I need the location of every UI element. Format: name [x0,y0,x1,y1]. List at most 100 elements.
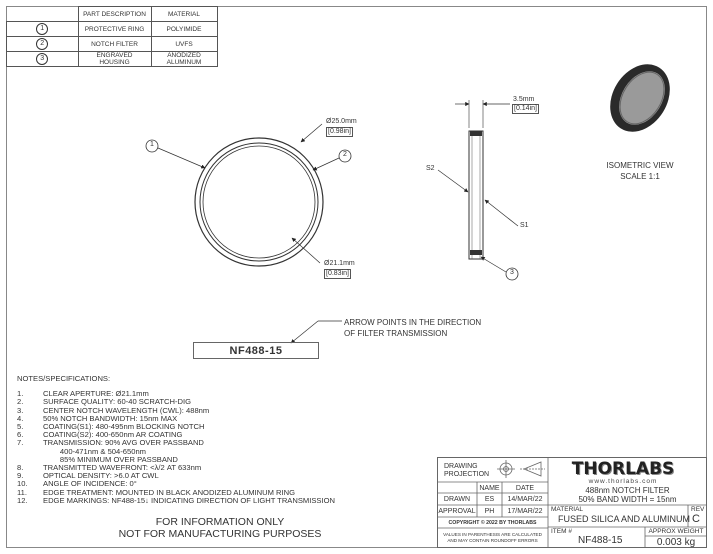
note-item: 6. COATING(S2): 400-650nm AR COATING [17,431,335,439]
notes-specifications: NOTES/SPECIFICATIONS: 1. CLEAR APERTURE: … [17,374,335,505]
note-text: 50% NOTCH BANDWIDTH: 15nm MAX [43,413,178,423]
drawing-sheet [6,6,707,548]
note-item: 10. ANGLE OF INCIDENCE: 0° [17,480,335,488]
note-text: COATING(S2): 400-650nm AR COATING [43,430,183,440]
arrow-note-line-2: OF FILTER TRANSMISSION [344,329,448,338]
rev-value: C [692,513,700,525]
dim-inner: Ø21.1mm [324,260,355,267]
note-text: TRANSMISSION: 90% AVG OVER PASSBAND [43,438,204,448]
dim-outer-in: [0.98in] [326,127,353,137]
note-text: CENTER NOTCH WAVELENGTH (CWL): 488nm [43,405,210,415]
item-value: NF488-15 [578,535,623,546]
item-balloon: 3 [36,53,49,65]
note-item: 3. CENTER NOTCH WAVELENGTH (CWL): 488nm [17,405,335,415]
thorlabs-logo: THORLABS www.thorlabs.com [548,459,698,486]
note-item: 85% MINIMUM OVER PASSBAND [17,454,335,464]
logo-text: THORLABS [571,459,675,479]
note-item: 11. EDGE TREATMENT: MOUNTED IN BLACK ANOD… [17,487,335,497]
note-number: 12. [17,495,28,505]
drawn-label: DRAWN [443,496,471,503]
approval-label: APPROVAL [438,508,476,515]
dim-thickness-in: [0.14in] [512,104,539,114]
note-number: 9. [17,471,24,481]
notes-list: 1. CLEAR APERTURE: Ø21.1mm 2. SURFACE QUALI… [17,389,335,505]
note-number: 10. [17,479,28,489]
isometric-view [610,64,670,132]
engraved-marking: NF488-15 [193,342,319,359]
isometric-line-1: ISOMETRIC VIEW [606,161,674,170]
parts-table-row: 3 ENGRAVED HOUSING ANODIZED ALUMINUM [6,51,218,67]
side-view [437,100,519,281]
note-number: 4. [17,413,24,423]
material-label: MATERIAL [551,506,584,513]
note-text: EDGE TREATMENT: MOUNTED IN BLACK ANODIZE… [43,487,296,497]
title-block [437,457,707,548]
isometric-line-2: SCALE 1:1 [620,172,660,181]
note-number: 8. [17,463,24,473]
balloon-1: 1 [150,141,154,148]
title-line-1: 488nm NOTCH FILTER [585,486,670,495]
item-balloon: 2 [36,38,49,50]
dim-thickness: 3.5mm [513,96,535,103]
col-date: DATE [515,485,535,492]
weight-label: APPROX WEIGHT [648,528,704,535]
copyright: COPYRIGHT © 2022 BY THORLABS [448,520,537,526]
item-label: ITEM # [551,528,572,535]
label-s1: S1 [520,222,529,229]
note-text: EDGE MARKINGS: NF488-15↓ INDICATING DIRE… [43,495,335,505]
balloon-2: 2 [343,151,347,158]
note-text: COATING(S1): 480-495nm BLOCKING NOTCH [43,422,205,432]
info-line-1: FOR INFORMATION ONLY [155,516,285,528]
note-text: TRANSMITTED WAVEFRONT: <λ/2 AT 633nm [43,463,202,473]
isometric-caption: ISOMETRIC VIEW SCALE 1:1 [592,160,688,182]
weight-value: 0.003 kg [656,537,696,548]
drawn-name: ES [484,496,495,503]
parts-table: PART DESCRIPTION MATERIAL 1 PROTECTIVE R… [6,6,218,67]
approval-date: 17/MAR/22 [507,508,543,515]
note-item: 1. CLEAR APERTURE: Ø21.1mm [17,389,335,399]
note-number: 5. [17,422,24,432]
note-text: SURFACE QUALITY: 60-40 SCRATCH-DIG [43,397,191,407]
note-number: 1. [17,389,24,399]
engraving-leader [290,320,342,344]
note-number [17,448,43,456]
notes-title: NOTES/SPECIFICATIONS: [17,374,111,383]
note-item: 7. TRANSMISSION: 90% AVG OVER PASSBAND [17,439,335,447]
approval-name: PH [484,508,495,515]
material-value: FUSED SILICA AND ALUMINUM [558,514,691,524]
dim-inner-in: [0.83in] [324,269,351,279]
note-item: 12. EDGE MARKINGS: NF488-15↓ INDICATING D… [17,495,335,505]
note-item: 4. 50% NOTCH BANDWIDTH: 15nm MAX [17,413,335,423]
note-item: 5. COATING(S1): 480-495nm BLOCKING NOTCH [17,422,335,432]
note-item: 2. SURFACE QUALITY: 60-40 SCRATCH-DIG [17,398,335,406]
item-balloon: 1 [36,23,49,35]
logo-url: www.thorlabs.com [588,478,658,485]
arrow-note-line-1: ARROW POINTS IN THE DIRECTION [344,318,482,327]
balloon-3: 3 [510,269,514,276]
info-notice: FOR INFORMATION ONLY NOT FOR MANUFACTURI… [105,516,335,540]
drawn-date: 14/MAR/22 [507,496,543,503]
info-line-2: NOT FOR MANUFACTURING PURPOSES [118,528,322,540]
note-text: ANGLE OF INCIDENCE: 0° [43,479,137,489]
note-text: 400-471nm & 504-650nm [43,446,146,456]
dim-outer: Ø25.0mm [326,118,357,125]
note-number: 11. [17,487,27,497]
note-item: 400-471nm & 504-650nm [17,446,335,456]
col-name: NAME [479,485,500,492]
front-view [145,123,352,267]
drawing-title: 488nm NOTCH FILTER 50% BAND WIDTH = 15nm [548,486,707,504]
note-number: 6. [17,430,24,440]
note-number: 7. [17,438,24,448]
note-item: 8. TRANSMITTED WAVEFRONT: <λ/2 AT 633nm [17,463,335,473]
note-text: 85% MINIMUM OVER PASSBAND [43,454,178,464]
projection-label: DRAWING PROJECTION [444,463,490,478]
note-text: OPTICAL DENSITY: >6.0 AT CWL [43,471,159,481]
part-description: ENGRAVED HOUSING [77,51,152,67]
note-text: CLEAR APERTURE: Ø21.1mm [43,389,149,399]
disclaimer: VALUES IN PARENTHESIS ARE CALCULATED AND… [443,532,542,543]
title-block-lines [437,457,707,548]
note-number: 3. [17,405,24,415]
note-number: 2. [17,397,24,407]
title-line-2: 50% BAND WIDTH = 15nm [578,495,677,504]
